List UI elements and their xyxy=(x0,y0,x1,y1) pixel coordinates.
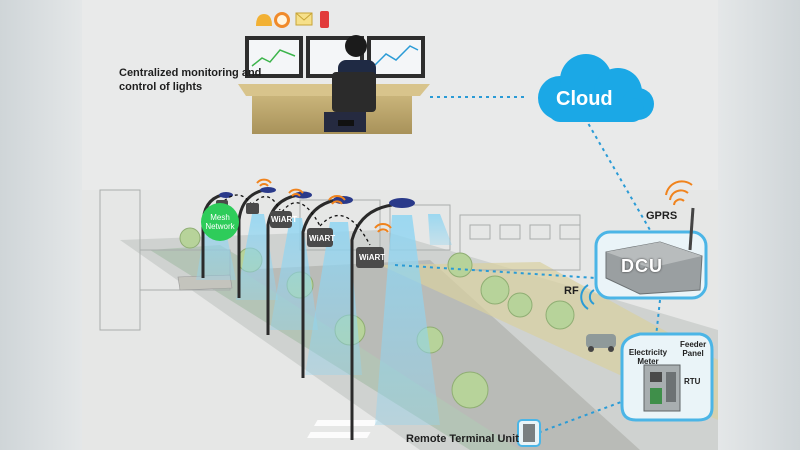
left-margin xyxy=(0,0,82,450)
mesh-network-badge xyxy=(201,203,239,241)
electricity-meter-label: Electricity Meter xyxy=(628,348,668,366)
mesh-network-label: Mesh Network xyxy=(205,213,235,231)
wiart-label: WiART xyxy=(309,234,336,243)
monitoring-caption: Centralized monitoring and control of li… xyxy=(119,67,262,93)
rtu-label: RTU xyxy=(684,377,701,386)
dcu-callout xyxy=(594,207,708,300)
cloud-label: Cloud xyxy=(556,88,613,110)
wiart-label: WiART xyxy=(271,215,298,224)
dcu-label: DCU xyxy=(621,256,663,276)
feeder-panel-label: Feeder Panel xyxy=(680,340,707,358)
wiart-nodes xyxy=(216,200,384,268)
notification-icons xyxy=(256,11,329,28)
mesh-links xyxy=(219,194,371,246)
right-margin xyxy=(718,0,800,450)
cloud-shape xyxy=(538,54,654,122)
wiart-label: WiART xyxy=(359,253,386,262)
gprs-label: GPRS xyxy=(646,210,678,222)
remote-terminal-unit-box xyxy=(517,419,541,447)
monitoring-workstation xyxy=(238,35,430,134)
dotted-links xyxy=(394,96,661,433)
wifi-signals xyxy=(256,178,693,233)
feeder-callout xyxy=(620,332,714,422)
rf-label: RF xyxy=(564,285,579,297)
bell-icon xyxy=(256,14,272,26)
phone-icon xyxy=(320,11,329,28)
remote-terminal-unit-label: Remote Terminal Unit xyxy=(406,433,519,445)
rf-waves xyxy=(580,284,595,310)
